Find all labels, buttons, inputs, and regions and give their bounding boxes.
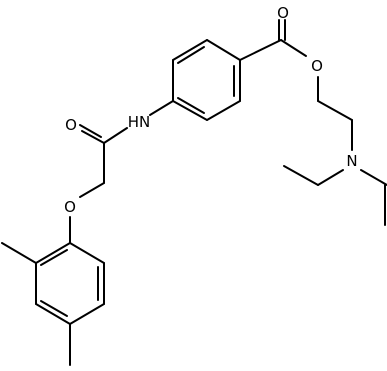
bond-amide-double-b bbox=[79, 124, 102, 138]
bond-ring-to-carbonyl bbox=[239, 39, 282, 61]
atom-n-amine: N bbox=[346, 152, 357, 170]
atom-o-ester: O bbox=[311, 57, 323, 75]
bond-ring1-4 bbox=[172, 100, 208, 121]
bond-ring1-inner-c bbox=[177, 46, 205, 64]
bond-ring1-inner-b bbox=[177, 97, 205, 114]
bond-ring1-1 bbox=[206, 39, 241, 61]
bond-ring2-6 bbox=[69, 242, 105, 264]
bond-ring1-3 bbox=[206, 100, 241, 121]
atom-o-carbonyl-amide: O bbox=[65, 116, 77, 134]
atom-o-ether: O bbox=[64, 198, 76, 216]
bond-nh-to-carbonyl bbox=[103, 127, 128, 144]
bond-n-ethyl-left-1 bbox=[317, 169, 344, 186]
bond-ch2-ch2 bbox=[317, 100, 353, 121]
bond-ring2-inner-a bbox=[40, 249, 68, 266]
bond-n-ethyl-left-2 bbox=[283, 165, 319, 186]
atom-labels: O O N HN O O bbox=[64, 4, 358, 216]
atom-nh-amide: HN bbox=[128, 113, 151, 131]
bond-ring1-6 bbox=[172, 39, 208, 61]
atom-o-carbonyl-ester: O bbox=[277, 4, 289, 22]
bond-amide-double-a bbox=[81, 130, 105, 144]
bond-ch2-to-o-ether bbox=[79, 182, 105, 198]
bond-ring-to-nh bbox=[149, 100, 174, 116]
bond-ring2-1 bbox=[35, 242, 71, 264]
bonds bbox=[1, 19, 387, 366]
bond-ring2-3 bbox=[35, 303, 71, 325]
bond-ring2-inner-b bbox=[40, 300, 68, 317]
bond-ring2-4 bbox=[69, 303, 105, 325]
bond-methyl-ortho bbox=[1, 242, 37, 264]
bond-n-ethyl-right-1 bbox=[360, 169, 387, 186]
bond-carbonyl-to-o bbox=[280, 39, 307, 57]
